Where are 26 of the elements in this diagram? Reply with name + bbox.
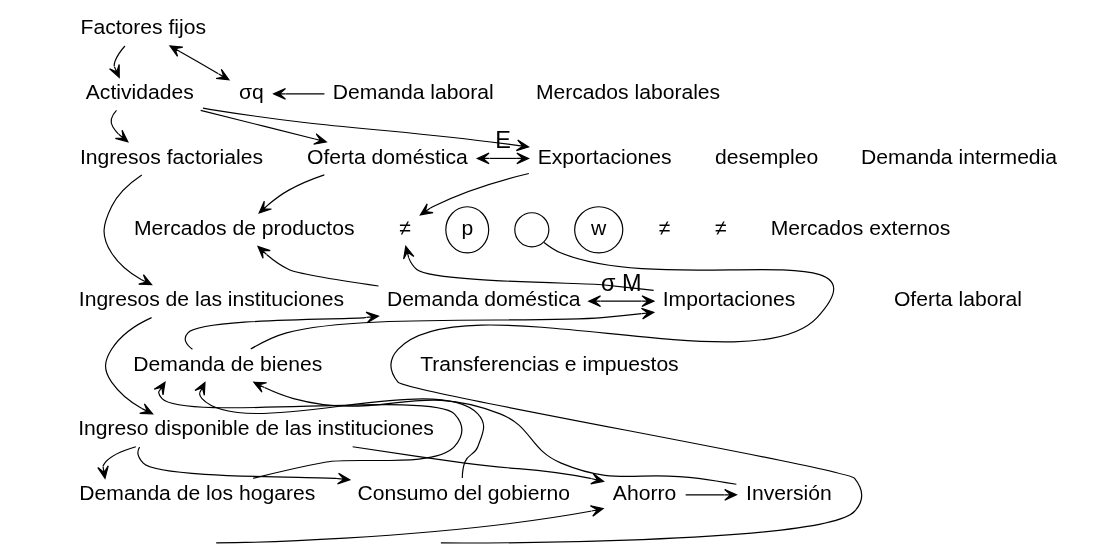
node-text: Consumo del gobierno: [357, 480, 570, 504]
node-text: Actividades: [85, 80, 194, 104]
node-text: Demanda de los hogares: [78, 480, 315, 504]
node-text: Oferta doméstica: [306, 144, 468, 168]
node-text: Ingreso disponible de las instituciones: [77, 416, 434, 440]
label: desempleo: [714, 144, 818, 168]
label: Oferta laboral: [893, 287, 1022, 311]
node-text: Ahorro: [612, 480, 676, 504]
node-text: Inversión: [745, 480, 832, 504]
node-text: Importaciones: [662, 287, 795, 311]
label: Demanda intermedia: [860, 144, 1057, 168]
label: Transferencias e impuestos: [419, 351, 679, 375]
node-text: Mercados de productos: [133, 215, 355, 239]
node-text: Factores fijos: [80, 15, 206, 39]
label: Mercados laborales: [535, 80, 720, 104]
node-text: Demanda laboral: [332, 80, 494, 104]
node-text: Demanda de bienes: [132, 351, 322, 375]
label: ≠: [658, 215, 670, 239]
node-text: σq: [238, 80, 264, 104]
node-text: ≠: [398, 215, 411, 239]
node-text: Exportaciones: [537, 144, 671, 168]
label: Mercados externos: [770, 215, 950, 239]
label: ≠: [714, 215, 727, 239]
node-text: Ingresos de las instituciones: [78, 287, 344, 311]
node-text: Demanda doméstica: [386, 287, 580, 311]
node-text: Ingresos factoriales: [79, 144, 263, 168]
